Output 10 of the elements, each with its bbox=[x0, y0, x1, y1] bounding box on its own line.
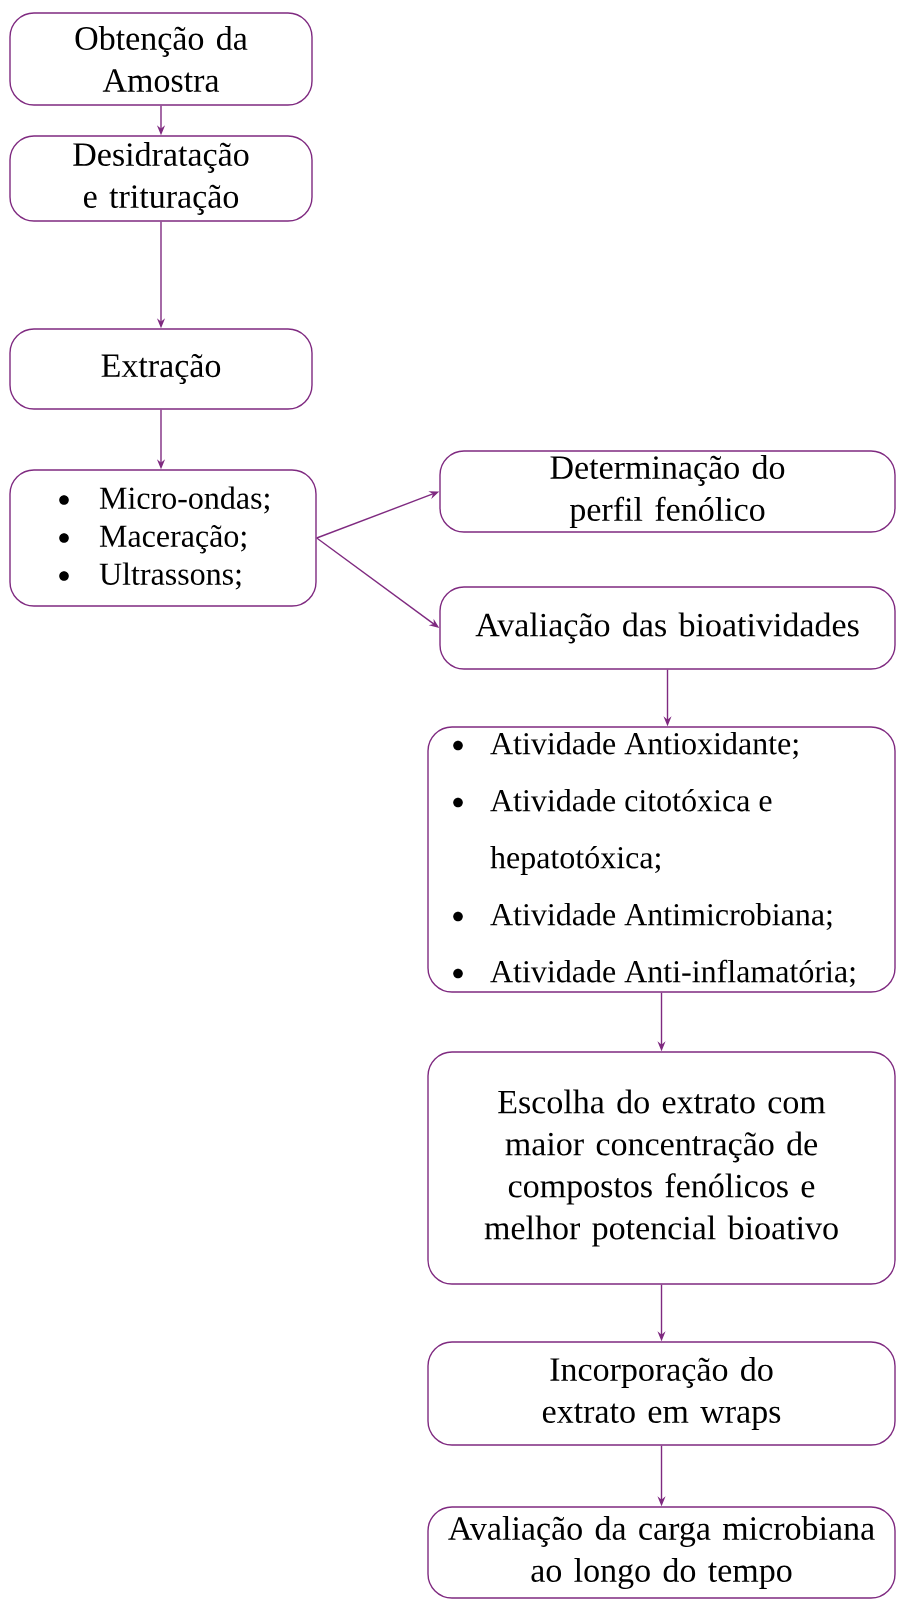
process-box: Desidratação e trituração bbox=[9, 135, 313, 222]
process-box: Extração bbox=[9, 328, 313, 410]
process-box: Micro-ondas; Maceração; Ultrassons; bbox=[9, 469, 317, 607]
process-box: Atividade Antioxidante; Atividade citotóxica e hepatotóxica; Atividade Antimicrobiana; Atividade Anti-inflamatória; bbox=[427, 726, 896, 993]
process-box: Obtenção da Amostra bbox=[9, 12, 313, 106]
process-box: Avaliação da carga microbiana ao longo do tempo bbox=[427, 1506, 896, 1599]
process-box: Determinação do perfil fenólico bbox=[439, 450, 896, 533]
process-box: Escolha do extrato com maior concentração de compostos fenólicos e melhor potencial bioativo bbox=[427, 1051, 896, 1285]
process-box: Incorporação do extrato em wraps bbox=[427, 1341, 896, 1446]
process-box: Avaliação das bioatividades bbox=[439, 586, 896, 670]
